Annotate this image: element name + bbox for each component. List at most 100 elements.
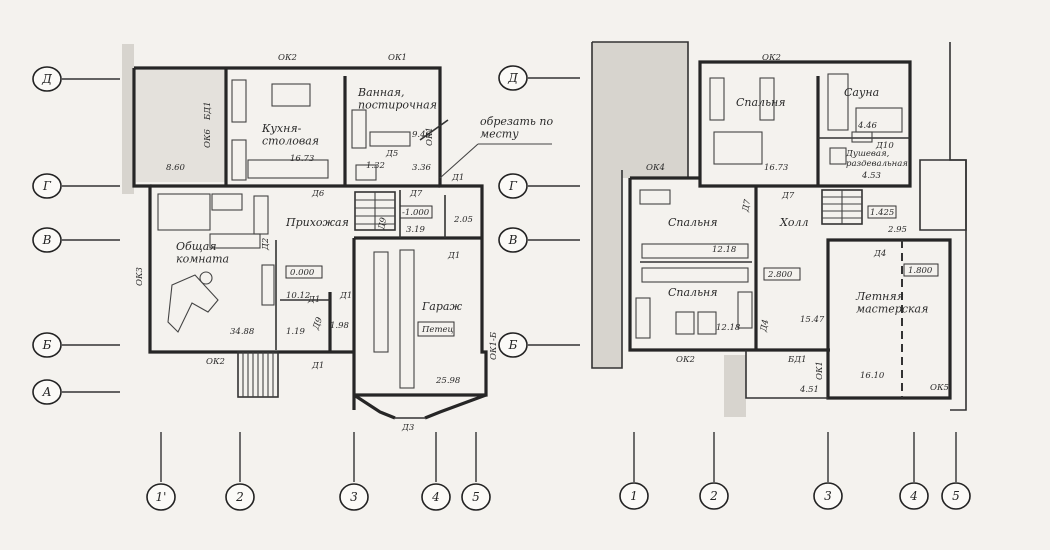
ground-level-marks: 0.000 -1.000 bbox=[285, 205, 433, 279]
area-value: 8.60 bbox=[166, 163, 186, 173]
axis-label: 1' bbox=[156, 490, 167, 504]
axis-label: 4 bbox=[909, 489, 918, 503]
door-mark: Д1 bbox=[307, 295, 320, 305]
room-area-hall: 15.47 bbox=[800, 315, 825, 325]
axis-label: 1 bbox=[630, 489, 638, 503]
axis-bubble-row: Д bbox=[498, 65, 528, 91]
room-area-kitchen: 16.73 bbox=[290, 154, 314, 164]
ground-stairs bbox=[237, 191, 396, 398]
room-area-bedroom-3: 12.18 bbox=[716, 323, 741, 333]
axis-label: 5 bbox=[472, 490, 480, 504]
upper-furniture bbox=[635, 73, 903, 339]
axis-label: Д bbox=[507, 71, 518, 85]
axis-label: 3 bbox=[350, 490, 358, 504]
window-mark: ОК1 bbox=[815, 361, 825, 380]
upper-level-marks: 2.800 1.425 1.800 2.95 bbox=[763, 205, 939, 281]
axis-label: 3 bbox=[824, 489, 832, 503]
door-mark: Д1 bbox=[451, 173, 464, 183]
ground-row-axes: Д Г В Б А bbox=[32, 66, 120, 405]
level-mark: -1.000 bbox=[402, 208, 430, 218]
axis-bubble-column: 5 bbox=[941, 482, 971, 510]
axis-label: Б bbox=[42, 338, 52, 352]
room-area-bedroom-1: 16.73 bbox=[764, 163, 788, 173]
axis-bubble-column: 4 bbox=[899, 482, 929, 510]
axis-bubble-row: Б bbox=[498, 332, 528, 358]
upper-floor-plan: Д Г В Б 1 bbox=[498, 41, 971, 510]
ground-column-axes: 1' 2 3 4 5 bbox=[146, 432, 491, 511]
axis-bubble-row: Г bbox=[32, 173, 62, 199]
axis-bubble-column: 2 bbox=[699, 482, 729, 510]
room-area-bathroom: 9.46 bbox=[412, 130, 432, 140]
upper-column-axes: 1 2 3 4 5 bbox=[619, 432, 971, 510]
window-mark: ОК2 bbox=[206, 357, 225, 367]
room-label-bedroom-2: Спальня bbox=[668, 216, 718, 229]
axis-bubble-column: 2 bbox=[225, 483, 255, 511]
window-mark: ОК5 bbox=[930, 383, 949, 393]
axis-label: В bbox=[42, 233, 52, 247]
room-area-garage: 25.98 bbox=[435, 376, 461, 386]
upper-row-axes: Д Г В Б bbox=[498, 65, 580, 358]
room-area-sauna: 4.46 bbox=[857, 121, 878, 131]
axis-label: Д bbox=[41, 72, 52, 86]
axis-label: 2 bbox=[235, 490, 244, 504]
area-value: 2.05 bbox=[453, 215, 473, 225]
axis-label: 4 bbox=[431, 490, 440, 504]
axis-bubble-column: 3 bbox=[339, 483, 369, 511]
ground-door-marks: Д6 Д7 Д1 Д5 Д2 Д1 Д1 Д9 Д1 Д3 Д9 Д1 bbox=[261, 149, 464, 433]
door-mark: Д2 bbox=[261, 238, 271, 251]
axis-bubble-column: 1' bbox=[146, 483, 176, 511]
door-mark: Д5 bbox=[385, 149, 398, 159]
axis-label: 2 bbox=[709, 489, 718, 503]
room-label-sauna: Сауна bbox=[844, 86, 879, 99]
axis-bubble-row: В bbox=[32, 227, 62, 253]
window-mark: ОК4 bbox=[646, 163, 665, 173]
level-mark: 2.95 bbox=[887, 225, 907, 235]
ground-small-areas: 8.60 1.32 3.36 2.05 3.19 1.19 1.98 bbox=[166, 161, 473, 337]
area-value: 1.19 bbox=[286, 327, 306, 337]
upper-window-marks: ОК2 ОК4 ОК2 ОК1 ОК5 bbox=[646, 53, 949, 393]
room-area-bedroom-2: 12.18 bbox=[712, 245, 737, 255]
door-mark: Д10 bbox=[875, 141, 894, 151]
upper-room-labels: Спальня 16.73 Сауна 4.46 Душевая,раздева… bbox=[668, 86, 928, 381]
level-mark: 1.425 bbox=[870, 208, 894, 218]
window-mark: ОК1 bbox=[425, 127, 435, 146]
room-label-hall: Холл bbox=[779, 216, 808, 229]
window-mark: ОК2 bbox=[676, 355, 695, 365]
window-mark: ОК2 bbox=[278, 53, 297, 63]
area-value: 3.19 bbox=[406, 225, 426, 235]
axis-label: Г bbox=[42, 179, 52, 193]
axis-label: В bbox=[508, 233, 518, 247]
window-mark: ОК1 bbox=[388, 53, 407, 63]
ground-furniture bbox=[157, 79, 415, 389]
area-value: 1.98 bbox=[330, 321, 350, 331]
room-label-kitchen: Кухня-столовая bbox=[261, 122, 319, 148]
level-mark: 0.000 bbox=[290, 268, 315, 278]
axis-label: Г bbox=[508, 179, 518, 193]
door-mark: Д4 bbox=[873, 249, 886, 259]
door-mark: Д1 bbox=[311, 361, 324, 371]
upper-stairs bbox=[821, 189, 863, 225]
ground-window-marks: ОК2 ОК1 ОК6 БД1 ОК1 ОК3 ОК2 ОК1-Б bbox=[135, 53, 499, 367]
axis-bubble-row: Д bbox=[32, 66, 62, 92]
upper-small-areas: 4.51 bbox=[799, 385, 819, 395]
window-mark: ОК3 bbox=[135, 267, 145, 286]
room-area-hallway: 10.12 bbox=[286, 291, 310, 301]
door-mark: Д7 bbox=[781, 191, 795, 201]
door-mark: Д9 bbox=[311, 315, 325, 331]
axis-bubble-row: В bbox=[498, 227, 528, 253]
axis-bubble-column: 4 bbox=[421, 483, 451, 511]
ground-walls bbox=[122, 44, 488, 420]
axis-bubble-row: Б bbox=[32, 332, 62, 358]
door-mark: Д1 bbox=[339, 291, 352, 301]
room-label-bedroom-1: Спальня bbox=[736, 96, 786, 109]
door-mark: Д7 bbox=[409, 189, 423, 199]
upper-walls bbox=[591, 41, 967, 417]
door-mark: Д1 bbox=[447, 251, 460, 261]
ground-room-labels: Кухня-столовая 16.73 Ванная,постирочная … bbox=[176, 86, 462, 386]
window-mark: ОК2 bbox=[762, 53, 781, 63]
